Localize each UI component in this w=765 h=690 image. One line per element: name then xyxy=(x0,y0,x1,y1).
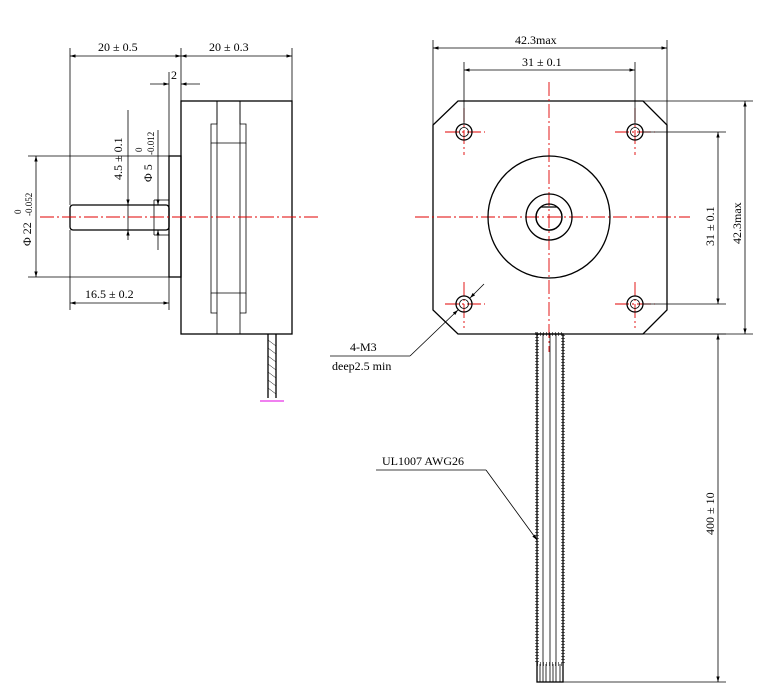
note-thread: 4-M3 xyxy=(350,340,377,354)
dim-lead-length: 400 ± 10 xyxy=(703,492,717,535)
front-view: 42.3max 31 ± 0.1 31 ± 0.1 42.3max 400 ± … xyxy=(330,33,753,683)
dim-shaft-length: 16.5 ± 0.2 xyxy=(85,287,134,301)
side-view: 20 ± 0.5 20 ± 0.3 2 4.5 ± 0.1 Φ 5 0 -0.0… xyxy=(13,40,318,402)
dim-flange-length: 20 ± 0.3 xyxy=(209,40,249,54)
boss-circle xyxy=(487,155,611,279)
dim-hole-spacing-v: 31 ± 0.1 xyxy=(703,206,717,246)
dim-overall-width: 42.3max xyxy=(515,33,557,47)
dim-hole-spacing-h: 31 ± 0.1 xyxy=(522,55,562,69)
lead-wire-bundle xyxy=(535,332,565,683)
mounting-hole-bottom-left xyxy=(455,295,473,313)
stator-profile xyxy=(210,101,247,144)
motor-body-side xyxy=(180,100,293,335)
shaft-flat xyxy=(535,206,563,231)
motor-face-outline xyxy=(432,100,668,335)
lead-wires-side xyxy=(260,334,284,402)
shaft-outer-circle xyxy=(525,193,573,241)
dim-shaft-offset: 2 xyxy=(171,68,177,82)
dim-flat-depth: 4.5 ± 0.1 xyxy=(111,137,125,180)
dim-boss-dia-tol-upper: 0 xyxy=(13,209,23,214)
dim-boss-dia-tol: -0.052 xyxy=(24,193,34,216)
dim-shaft-dia-tol: -0.012 xyxy=(146,132,156,155)
dim-overall-height: 42.3max xyxy=(730,202,744,244)
dim-body-length: 20 ± 0.5 xyxy=(98,40,138,54)
motor-shaft xyxy=(69,204,170,231)
note-wire-spec: UL1007 AWG26 xyxy=(382,454,464,468)
dim-shaft-dia: Φ 5 xyxy=(141,164,155,182)
mounting-flange xyxy=(168,155,182,278)
dim-shaft-dia-tol-upper: 0 xyxy=(134,147,144,152)
dim-boss-dia: Φ 22 xyxy=(20,222,34,246)
note-thread-depth: deep2.5 min xyxy=(332,359,391,373)
